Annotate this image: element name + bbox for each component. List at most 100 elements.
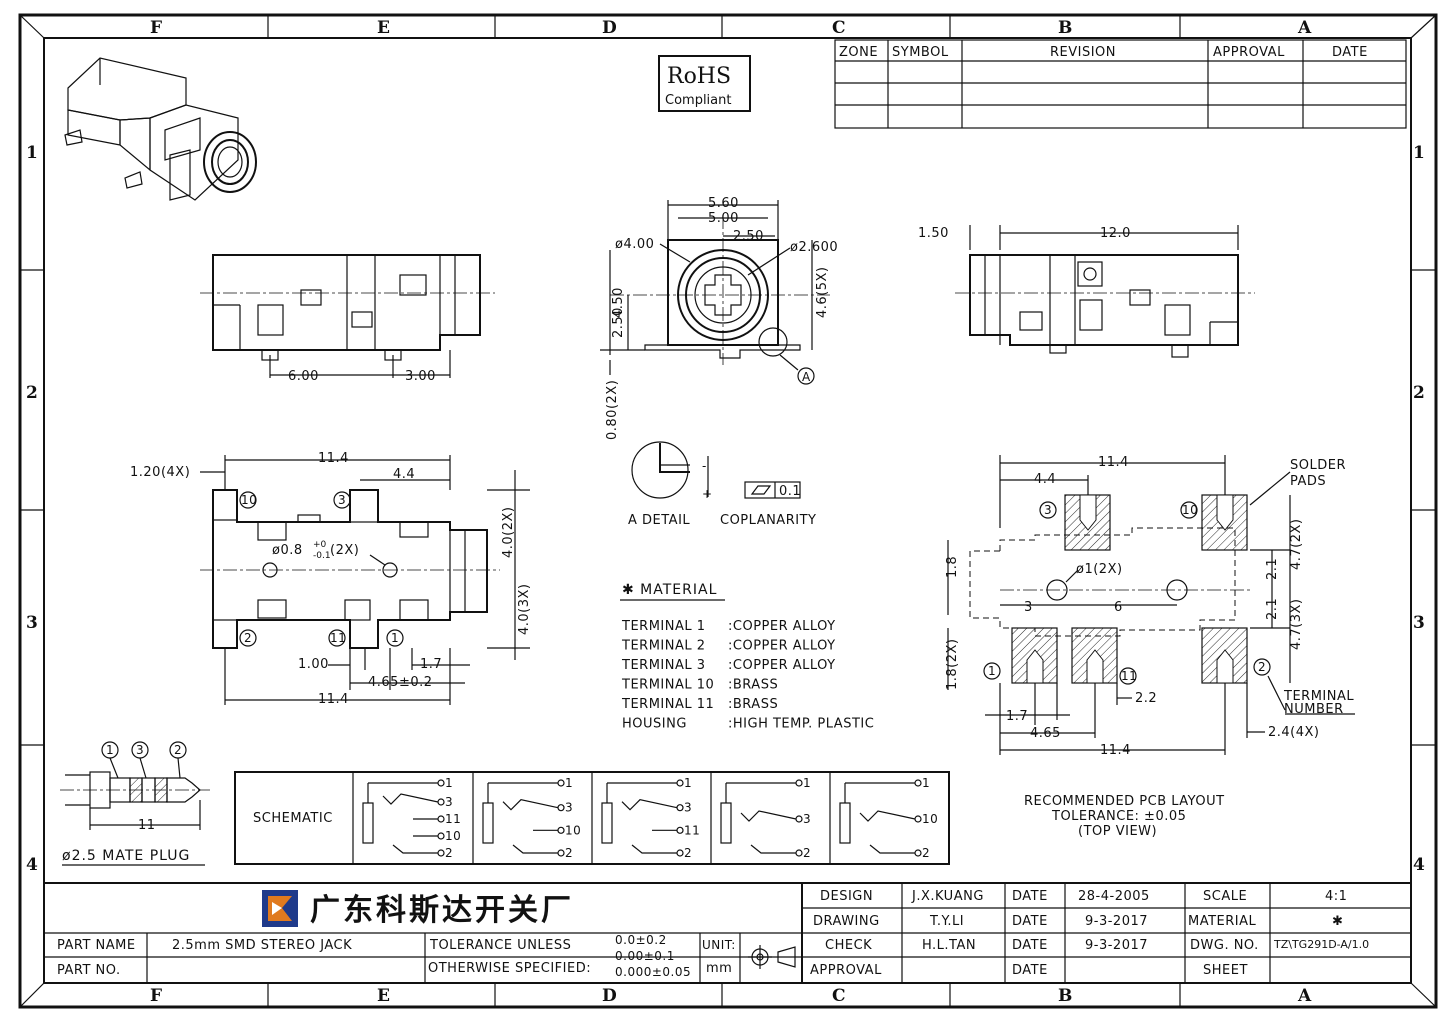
schematic-pin-label: 1 (445, 776, 453, 790)
check-value: H.L.TAN (922, 938, 976, 953)
dim-top-e: 4.0(2X) (501, 507, 516, 559)
schematic-pin-label: 10 (565, 823, 581, 837)
sheet-label: SHEET (1203, 963, 1248, 978)
material-row-material: :HIGH TEMP. PLASTIC (728, 717, 874, 732)
solder-pads-label-2: PADS (1290, 474, 1326, 489)
isometric-view (64, 57, 257, 201)
rev-header-symbol: SYMBOL (892, 45, 949, 60)
design-label: DESIGN (820, 889, 873, 904)
schematic-pin-label: 3 (445, 795, 453, 809)
dim-top-a: 11.4 (318, 451, 349, 466)
top-view: 10 3 2 11 1 11.4 4.4 1.20(4X) ø0.8 +0 -0… (130, 451, 532, 707)
zone-row-3: 3 (26, 613, 38, 633)
dim-pcb-b: 4.4 (1034, 472, 1056, 487)
zone-row-3-right: 3 (1413, 613, 1425, 633)
pcb-pin-1: 1 (988, 664, 996, 678)
zone-col-d: D (602, 18, 617, 38)
design-date-label: DATE (1012, 889, 1048, 904)
dim-pcb-e: 3 (1024, 600, 1033, 615)
zone-row-2: 2 (26, 383, 38, 403)
schematic-pin-label: 3 (565, 801, 573, 815)
dim-front-w3: 2.50 (733, 229, 764, 244)
schematic-pin-label: 11 (684, 823, 700, 837)
dim-front-h4: 0.80(2X) (605, 380, 620, 440)
dim-top-h: 1.7 (420, 657, 442, 672)
part-name-value: 2.5mm SMD STEREO JACK (172, 938, 352, 953)
zone-col-d-bottom: D (602, 986, 617, 1006)
dim-pcb-d: ø1(2X) (1076, 562, 1123, 577)
tolerance-value-2: 0.00±0.1 (615, 949, 675, 963)
schematic-pin-label: 11 (445, 812, 461, 826)
zone-col-e: E (377, 18, 390, 38)
zone-col-c-bottom: C (832, 986, 846, 1006)
pcb-layout: 3 10 1 11 2 11.4 4.4 SOLDER PADS 1.8 1.8… (945, 455, 1355, 839)
dim-side-left-a: 6.00 (288, 369, 319, 384)
pcb-pin-10: 10 (1182, 503, 1198, 517)
rev-header-date: DATE (1332, 45, 1368, 60)
pcb-layout-tolerance: TOLERANCE: ±0.05 (1051, 809, 1186, 824)
pcb-layout-title: RECOMMENDED PCB LAYOUT (1024, 794, 1225, 809)
material-row-material: :COPPER ALLOY (728, 658, 836, 673)
dim-front-w2: 5.00 (708, 211, 739, 226)
zone-col-e-bottom: E (377, 986, 390, 1006)
coplanarity-label: COPLANARITY (720, 513, 816, 528)
detail-a: - + 0.1 A DETAIL COPLANARITY (628, 441, 816, 528)
dwg-no-value: TZ\TG291D-A/1.0 (1273, 938, 1369, 951)
rohs-badge: RoHS Compliant (658, 55, 751, 112)
drawing-date-value: 9-3-2017 (1085, 914, 1148, 929)
rev-header-approval: APPROVAL (1213, 45, 1285, 60)
design-value: J.X.KUANG (911, 889, 984, 904)
zone-col-c: C (832, 18, 846, 38)
coplanarity-value: 0.1 (779, 484, 801, 499)
part-name-label: PART NAME (57, 938, 136, 953)
dim-pcb-h: 4.7(2X) (1289, 519, 1304, 571)
zone-col-b: B (1058, 18, 1072, 38)
mate-plug: 1 3 2 11 ø2.5 MATE PLUG (60, 741, 210, 866)
schematic-pin-label: 2 (565, 846, 573, 860)
schematic-pin-label: 1 (684, 776, 692, 790)
detail-plus: + (702, 487, 713, 501)
tolerance-value-3: 0.000±0.05 (615, 965, 691, 979)
dim-plug-length: 11 (138, 818, 156, 833)
rev-header-revision: REVISION (1050, 45, 1116, 60)
dim-top-j: 11.4 (318, 692, 349, 707)
dim-pcb-m: 1.7 (1006, 709, 1028, 724)
drawing-value: T.Y.LI (929, 914, 964, 929)
part-no-label: PART NO. (57, 963, 121, 978)
dim-pcb-l: 2.2 (1135, 691, 1157, 706)
material-row-terminal: TERMINAL 1 (621, 619, 706, 634)
terminal-number-label-2: NUMBER (1284, 702, 1344, 717)
schematic-pin-label: 1 (565, 776, 573, 790)
material-list: ✱ MATERIAL TERMINAL 1:COPPER ALLOYTERMIN… (620, 582, 874, 732)
dim-front-h2: 2.50 (611, 307, 626, 338)
dim-side-right-a: 1.50 (918, 226, 949, 241)
dim-front-d2: ø2.600 (790, 240, 838, 255)
dim-top-c: 1.20(4X) (130, 465, 190, 480)
tolerance-line-1: TOLERANCE UNLESS (429, 938, 571, 953)
pcb-pin-3: 3 (1044, 503, 1052, 517)
material-title: ✱ MATERIAL (622, 582, 717, 598)
rev-header-zone: ZONE (839, 45, 878, 60)
plug-pin-2: 2 (174, 743, 182, 757)
dim-pcb-o: 11.4 (1100, 743, 1131, 758)
zone-row-1-right: 1 (1413, 143, 1425, 163)
schematic-pin-label: 3 (684, 801, 692, 815)
zone-col-f-bottom: F (150, 986, 162, 1006)
scale-label: SCALE (1203, 889, 1247, 904)
rohs-title: RoHS (667, 64, 731, 89)
rohs-subtitle: Compliant (665, 93, 731, 108)
schematic-label: SCHEMATIC (253, 811, 333, 826)
approval-label: APPROVAL (810, 963, 882, 978)
schematic-cell: 1 3 10 2 (482, 776, 581, 860)
zone-col-a: A (1297, 18, 1312, 38)
check-label: CHECK (825, 938, 872, 953)
top-pin-11: 11 (330, 631, 346, 645)
zone-row-2-right: 2 (1413, 383, 1425, 403)
dim-top-d: ø0.8 (272, 543, 303, 558)
company-name: 广东科斯达开关厂 (310, 893, 574, 928)
detail-minus: - (702, 459, 707, 473)
dim-pcb-c: 1.8 (945, 556, 960, 578)
solder-pads-label-1: SOLDER (1290, 458, 1346, 473)
